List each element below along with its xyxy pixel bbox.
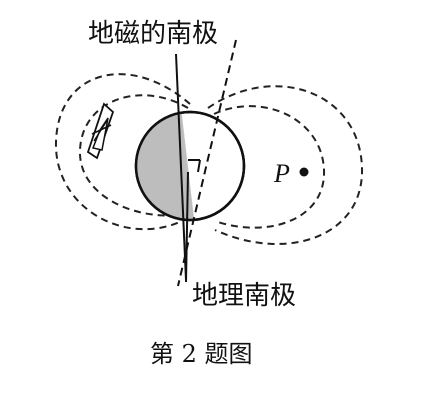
earth-outline [134,110,246,222]
field-line-right-outer [207,85,364,245]
geographic-south-pole-label: 地理南极 [192,281,296,311]
earth-center-tick-2 [197,159,201,173]
geographic-axis-lower [185,171,189,283]
field-line-left-outer [54,73,191,231]
field-lines-right [207,85,364,245]
earth-shaded-half-top [181,112,195,220]
compass-needle-stroke-2 [93,118,109,142]
field-line-right-inner [213,105,326,229]
field-lines-left [54,73,191,231]
figure-caption: 第 2 题图 [150,340,253,368]
point-label: P [273,159,290,188]
geographic-axis [175,53,187,281]
magnetic-axis [177,39,237,287]
earth [134,110,246,222]
magnetic-south-pole-label: 地磁的南极 [88,19,218,49]
point-marker-icon [299,167,309,177]
compass-needle-icon [86,102,115,160]
